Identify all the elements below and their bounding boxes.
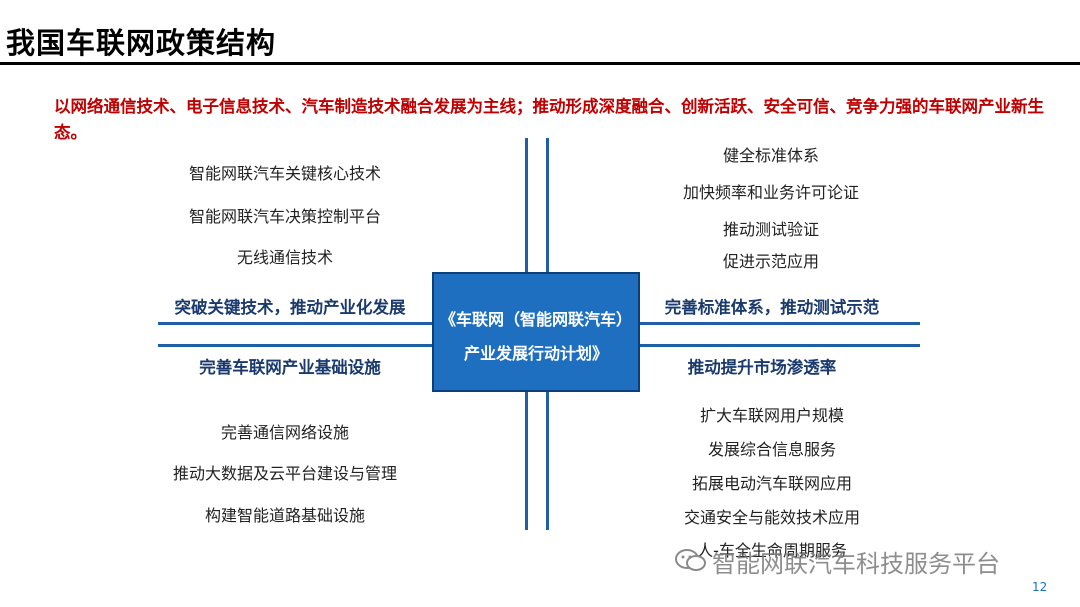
page-number: 12 <box>1032 580 1048 594</box>
bottom-right-item: 扩大车联网用户规模 <box>699 406 845 425</box>
intro-text: 以网络通信技术、电子信息技术、汽车制造技术融合发展为主线；推动形成深度融合、创新… <box>54 97 1044 142</box>
top-left-item: 智能网联汽车决策控制平台 <box>188 207 382 226</box>
bottom-left-heading: 完善车联网产业基础设施 <box>199 358 381 377</box>
top-left-item: 无线通信技术 <box>236 248 334 267</box>
bottom-right-heading: 推动提升市场渗透率 <box>687 358 837 377</box>
top-right-item: 加快频率和业务许可论证 <box>682 183 860 202</box>
bottom-left-item: 推动大数据及云平台建设与管理 <box>172 464 398 483</box>
top-left-item: 智能网联汽车关键核心技术 <box>188 164 382 183</box>
watermark-text: 智能网联汽车科技服务平台 <box>712 550 1000 578</box>
top-left-heading: 突破关键技术，推动产业化发展 <box>174 298 406 317</box>
top-right-item: 推动测试验证 <box>722 220 820 239</box>
title-divider <box>0 62 1080 65</box>
top-right-item: 促进示范应用 <box>722 252 820 271</box>
bottom-right-item: 发展综合信息服务 <box>707 440 837 459</box>
watermark: 智能网联汽车科技服务平台 <box>676 544 1000 579</box>
bottom-right-item: 拓展电动汽车联网应用 <box>691 474 853 493</box>
bottom-right-item: 交通安全与能效技术应用 <box>683 508 861 527</box>
wechat-icon <box>675 549 706 571</box>
center-title-line1: 《车联网（智能网联汽车） <box>439 310 632 329</box>
bottom-right-item: 人-车全生命周期服务 <box>697 541 847 560</box>
page-title: 我国车联网政策结构 <box>6 26 277 60</box>
bottom-left-item: 构建智能道路基础设施 <box>204 506 366 525</box>
top-right-item: 健全标准体系 <box>722 146 820 165</box>
center-title-line2: 产业发展行动计划》 <box>463 344 608 363</box>
bottom-left-item: 完善通信网络设施 <box>220 423 350 442</box>
top-right-heading: 完善标准体系，推动测试示范 <box>664 298 880 317</box>
center-plan-box: 《车联网（智能网联汽车） 产业发展行动计划》 <box>432 272 640 392</box>
